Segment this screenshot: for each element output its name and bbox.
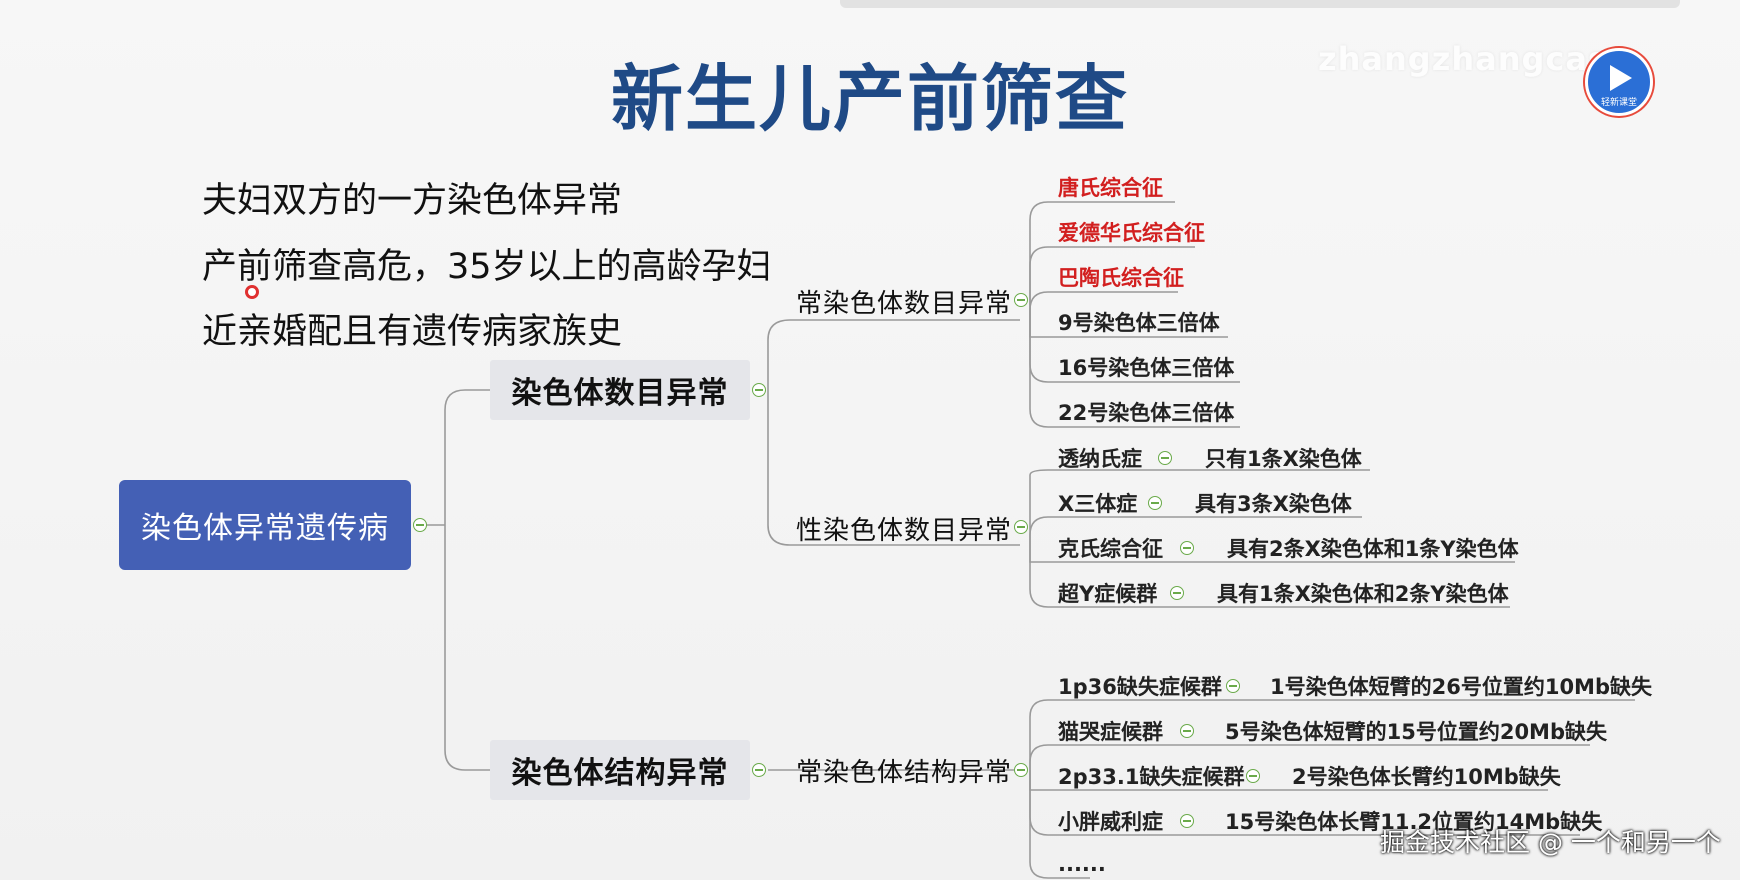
collapse-icon[interactable] xyxy=(752,763,766,777)
page-title: 新生儿产前筛查 xyxy=(610,57,1129,141)
leaf-description: 具有2条X染色体和1条Y染色体 xyxy=(1227,537,1519,561)
leaf-2p33-deletion[interactable]: 2p33.1缺失症候群 xyxy=(1058,765,1245,789)
collapse-icon[interactable] xyxy=(1158,451,1172,465)
sub-autosomal-structure[interactable]: 常染色体结构异常 xyxy=(796,758,1013,788)
leaf-turner-syndrome[interactable]: 透纳氏症 xyxy=(1058,447,1142,471)
leaf-down-syndrome[interactable]: 唐氏综合征 xyxy=(1058,176,1163,200)
logo-caption: 轻新课堂 xyxy=(1600,98,1637,108)
root-node[interactable]: 染色体异常遗传病 xyxy=(119,480,411,570)
collapse-icon[interactable] xyxy=(1180,541,1194,555)
collapse-icon[interactable] xyxy=(1014,293,1028,307)
intro-line-2: 产前筛查高危，35岁以上的高龄孕妇 xyxy=(202,247,772,287)
watermark-text: zhangzhangcas xyxy=(1318,40,1608,78)
leaf-1p36-deletion[interactable]: 1p36缺失症候群 xyxy=(1058,675,1222,699)
sub-sex-chromosome-number[interactable]: 性染色体数目异常 xyxy=(796,516,1013,546)
collapse-icon[interactable] xyxy=(413,518,427,532)
collapse-icon[interactable] xyxy=(1014,520,1028,534)
footer-credit: 掘金技术社区 @ 一个和另一个 xyxy=(1380,828,1721,857)
leaf-edwards-syndrome[interactable]: 爱德华氏综合征 xyxy=(1058,221,1205,245)
collapse-icon[interactable] xyxy=(752,383,766,397)
leaf-trisomy-16[interactable]: 16号染色体三倍体 xyxy=(1058,356,1235,380)
leaf-description: 15号染色体长臂11.2位置约14Mb缺失 xyxy=(1225,810,1603,834)
leaf-trisomy-22[interactable]: 22号染色体三倍体 xyxy=(1058,401,1235,425)
leaf-description: 只有1条X染色体 xyxy=(1205,447,1362,471)
leaf-trisomy-9[interactable]: 9号染色体三倍体 xyxy=(1058,311,1220,335)
leaf-xyy-syndrome[interactable]: 超Y症候群 xyxy=(1058,582,1158,606)
collapse-icon[interactable] xyxy=(1170,586,1184,600)
collapse-icon[interactable] xyxy=(1180,814,1194,828)
top-toolbar-strip xyxy=(840,0,1680,8)
leaf-triple-x-syndrome[interactable]: X三体症 xyxy=(1058,492,1138,516)
leaf-description: 2号染色体长臂约10Mb缺失 xyxy=(1292,765,1561,789)
leaf-cri-du-chat[interactable]: 猫哭症候群 xyxy=(1058,720,1163,744)
leaf-klinefelter-syndrome[interactable]: 克氏综合征 xyxy=(1058,537,1163,561)
leaf-ellipsis: ...... xyxy=(1058,852,1106,876)
branch-number-abnormality[interactable]: 染色体数目异常 xyxy=(490,360,750,420)
collapse-icon[interactable] xyxy=(1014,763,1028,777)
collapse-icon[interactable] xyxy=(1148,496,1162,510)
leaf-patau-syndrome[interactable]: 巴陶氏综合征 xyxy=(1058,266,1184,290)
leaf-description: 5号染色体短臂的15号位置约20Mb缺失 xyxy=(1225,720,1607,744)
pointer-dot xyxy=(245,285,259,299)
intro-line-3: 近亲婚配且有遗传病家族史 xyxy=(202,312,623,352)
collapse-icon[interactable] xyxy=(1226,679,1240,693)
intro-line-1: 夫妇双方的一方染色体异常 xyxy=(202,181,623,221)
leaf-description: 具有1条X染色体和2条Y染色体 xyxy=(1217,582,1509,606)
leaf-description: 1号染色体短臂的26号位置约10Mb缺失 xyxy=(1270,675,1652,699)
play-logo-icon: 轻新课堂 xyxy=(1585,48,1653,116)
branch-structure-abnormality[interactable]: 染色体结构异常 xyxy=(490,740,750,800)
leaf-description: 具有3条X染色体 xyxy=(1195,492,1352,516)
sub-autosomal-number[interactable]: 常染色体数目异常 xyxy=(796,289,1013,319)
collapse-icon[interactable] xyxy=(1180,724,1194,738)
collapse-icon[interactable] xyxy=(1246,769,1260,783)
leaf-prader-willi[interactable]: 小胖威利症 xyxy=(1058,810,1163,834)
